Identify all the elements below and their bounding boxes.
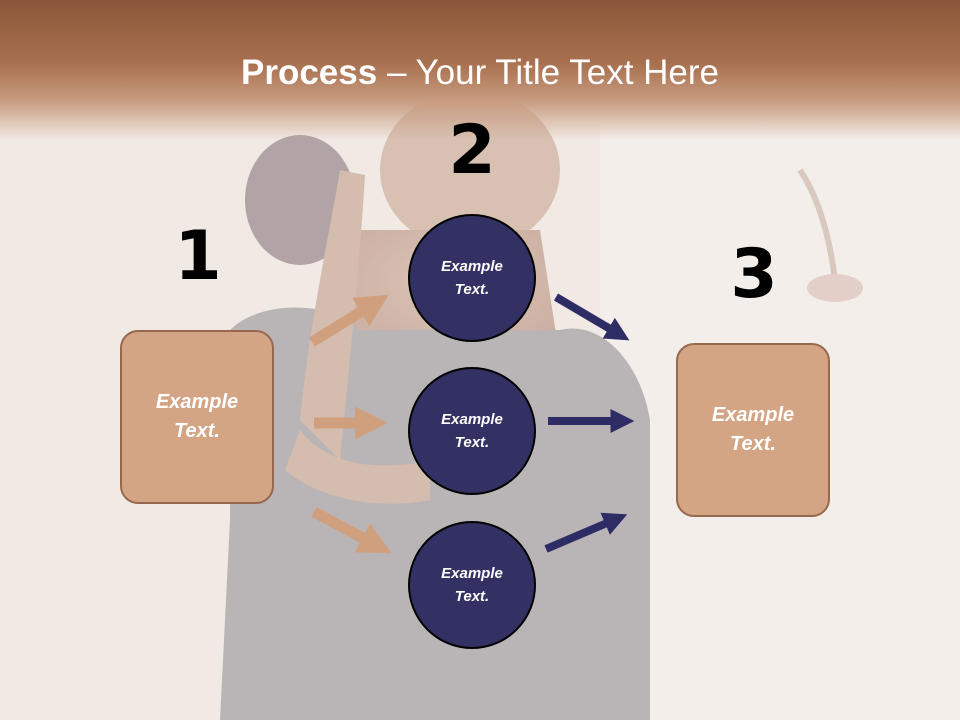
circle-bottom-text: Example Text. [441, 565, 503, 605]
arrow-top-to-3 [553, 293, 630, 341]
arrow-1-to-top [309, 294, 389, 347]
step-1-box-text: Example Text. [155, 391, 239, 442]
step-1-box: Example Text. [120, 330, 274, 504]
circle-top-text: Example Text. [441, 258, 503, 298]
step-2-circle-bottom: Example Text. [408, 521, 536, 649]
step-3-box: Example Text. [676, 343, 830, 517]
title-banner [0, 0, 960, 140]
step-3-box-text: Example Text. [711, 404, 795, 455]
step-2-number: 2 [448, 111, 496, 190]
arrow-1-to-bottom [311, 507, 392, 554]
title-text-part: – Your Title Text Here [377, 53, 719, 92]
step-1-number: 1 [174, 217, 222, 296]
step-3-number: 3 [730, 235, 778, 314]
step-2-circle-top: Example Text. [408, 214, 536, 342]
circle-middle-text: Example Text. [441, 411, 503, 451]
arrow-bottom-to-3 [544, 512, 628, 553]
title-bold-part: Process [241, 53, 378, 92]
step-2-circle-middle: Example Text. [408, 367, 536, 495]
slide-title: Process – Your Title Text Here [0, 50, 960, 96]
